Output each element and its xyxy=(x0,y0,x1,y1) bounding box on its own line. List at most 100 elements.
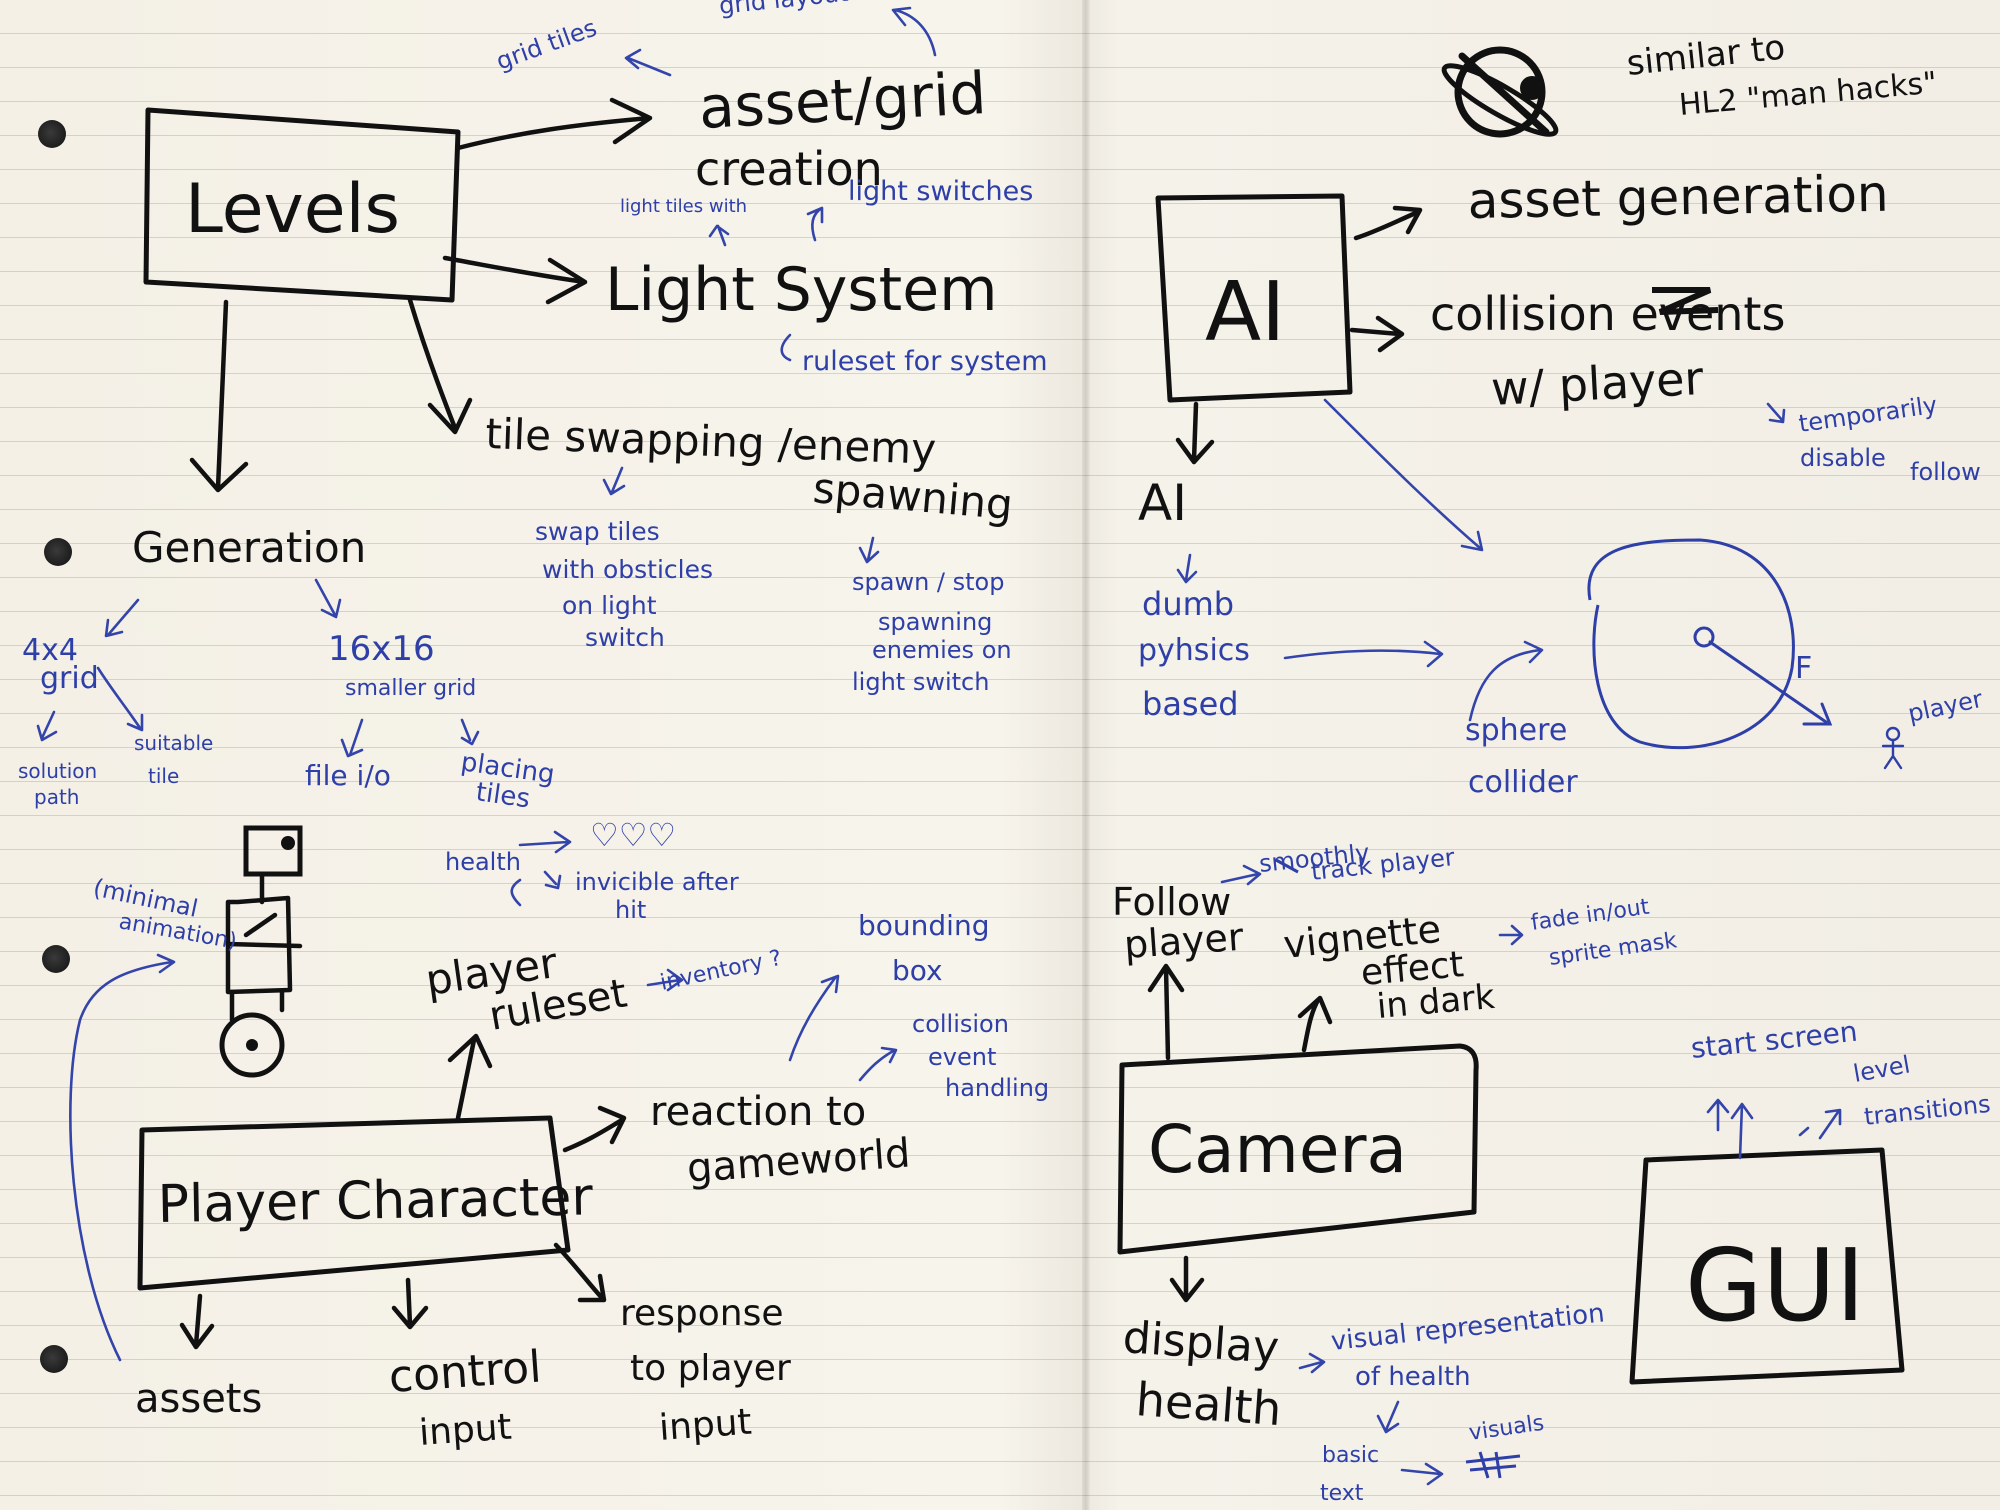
robot-character-sketch xyxy=(219,825,303,1078)
response-label-1: response xyxy=(620,1293,784,1334)
follow-player-label-2: player xyxy=(1123,915,1246,967)
visuals-note: visuals xyxy=(1467,1411,1545,1446)
swap-tiles-note-2: with obsticles xyxy=(542,555,713,584)
levels-label: Levels xyxy=(185,170,400,249)
player-character-box xyxy=(137,1115,571,1291)
planet-logo-icon xyxy=(1441,46,1559,138)
control-input-label-2: input xyxy=(418,1407,513,1454)
spawn-stop-note-4: light switch xyxy=(852,668,989,696)
spawning-label: spawning xyxy=(811,463,1015,529)
visual-rep-note-2: of health xyxy=(1355,1362,1471,1392)
vignette-label-2: effect xyxy=(1359,944,1465,994)
force-note: F xyxy=(1795,651,1812,686)
binder-hole-3 xyxy=(42,945,70,973)
swap-tiles-note-3: on light xyxy=(562,591,657,620)
collision-handling-note-3: handling xyxy=(945,1074,1049,1102)
spawn-stop-note-1: spawn / stop xyxy=(852,568,1004,596)
fade-note-1: fade in/out xyxy=(1529,895,1651,936)
black-arrows xyxy=(179,97,1423,1350)
bounding-box-note-2: box xyxy=(892,954,943,987)
solution-path-note-2: path xyxy=(34,785,79,809)
start-screen-note: start screen xyxy=(1689,1015,1859,1065)
visual-rep-note-1: visual representation xyxy=(1330,1298,1606,1357)
sphere-note-1: sphere xyxy=(1465,713,1567,748)
collision-events-label-1: collision events xyxy=(1430,287,1785,341)
binder-hole-4 xyxy=(40,1345,68,1373)
sphere-collider-sketch xyxy=(1587,538,1833,750)
dumb-note-1: dumb xyxy=(1142,585,1234,623)
solution-path-note-1: solution xyxy=(18,759,97,783)
blue-arrows xyxy=(36,6,1842,1486)
basic-text-note-1: basic xyxy=(1322,1443,1379,1468)
binder-hole-1 xyxy=(38,120,66,148)
grid-layout-files-note: grid layout files xyxy=(718,0,906,20)
stick-figure-player-icon xyxy=(1881,726,1905,770)
bounding-box-note-1: bounding xyxy=(858,909,989,942)
asset-grid-creation-label-1: asset/grid xyxy=(697,59,988,142)
reaction-label-2: gameworld xyxy=(685,1130,911,1191)
display-health-label-1: display xyxy=(1121,1312,1280,1374)
level-transitions-note-1: level xyxy=(1851,1050,1912,1087)
ai-box xyxy=(1155,193,1353,403)
inventory-note: inventory ? xyxy=(658,946,784,996)
response-label-3: input xyxy=(658,1402,753,1449)
basic-text-note-2: text xyxy=(1320,1481,1364,1506)
reaction-label-1: reaction to xyxy=(650,1089,866,1135)
grid-4x4-note-2: grid xyxy=(40,661,99,696)
follow-player-label-1: Follow xyxy=(1112,880,1231,924)
assets-label: assets xyxy=(135,1376,262,1422)
collision-handling-note-2: event xyxy=(928,1043,996,1071)
dumb-note-2: pyhsics xyxy=(1138,633,1250,668)
ai-box-label: AI xyxy=(1205,265,1285,360)
temporarily-note-1: temporarily xyxy=(1797,391,1939,438)
collision-handling-note-1: collision xyxy=(912,1010,1009,1038)
scribbles xyxy=(1275,287,1719,1479)
suitable-tile-note-1: suitable xyxy=(134,731,213,755)
grid-16x16-note: 16x16 xyxy=(328,629,435,669)
file-io-note: file i/o xyxy=(305,759,391,792)
sphere-note-2: collider xyxy=(1468,765,1578,800)
page-fold xyxy=(1082,0,1090,1510)
smaller-grid-note: smaller grid xyxy=(345,676,476,701)
camera-box xyxy=(1117,1043,1479,1255)
camera-label: Camera xyxy=(1148,1111,1407,1188)
asset-generation-label: asset generation xyxy=(1467,165,1889,230)
asset-grid-creation-label-2: creation xyxy=(695,142,883,196)
generation-label: Generation xyxy=(132,523,366,572)
grid-4x4-note-1: 4x4 xyxy=(22,633,78,668)
invincible-note-1: invicible after xyxy=(575,868,739,896)
fade-note-2: sprite mask xyxy=(1547,928,1678,971)
grid-tiles-note: grid tiles xyxy=(492,14,600,76)
light-system-label: Light System xyxy=(605,255,998,325)
level-transitions-note-2: transitions xyxy=(1863,1090,1992,1131)
swap-tiles-note-1: swap tiles xyxy=(535,517,660,546)
light-tiles-with-note: light tiles with xyxy=(620,196,747,217)
hearts-note: ♡♡♡ xyxy=(590,816,676,854)
dumb-note-3: based xyxy=(1142,685,1239,723)
display-health-label-2: health xyxy=(1134,1372,1283,1436)
collision-events-label-2: w/ player xyxy=(1490,351,1705,416)
swap-tiles-note-4: switch xyxy=(585,623,665,652)
player-small-note: player xyxy=(1905,685,1985,728)
gui-box xyxy=(1629,1147,1905,1385)
spawn-stop-note-2: spawning xyxy=(878,608,992,636)
light-switches-note: light switches xyxy=(848,176,1033,207)
gui-label: GUI xyxy=(1685,1227,1865,1344)
levels-box xyxy=(143,107,461,303)
ai-sub-label: AI xyxy=(1138,474,1187,532)
health-note: health xyxy=(445,848,521,876)
tile-swapping-label: tile swapping /enemy xyxy=(485,409,937,474)
similar-to-label-1: similar to xyxy=(1625,28,1787,84)
suitable-tile-note-2: tile xyxy=(148,764,179,788)
ruleset-for-system-note: ruleset for system xyxy=(802,346,1048,377)
black-labels: Levels asset/grid creation Light System … xyxy=(132,28,1938,1454)
invincible-note-2: hit xyxy=(615,896,646,924)
temporarily-note-3: follow xyxy=(1910,458,1981,486)
control-input-label-1: control xyxy=(387,1341,543,1403)
spawn-stop-note-3: enemies on xyxy=(872,636,1012,664)
temporarily-note-2: disable xyxy=(1800,444,1886,472)
player-character-label: Player Character xyxy=(157,1167,594,1235)
binder-hole-2 xyxy=(44,538,72,566)
